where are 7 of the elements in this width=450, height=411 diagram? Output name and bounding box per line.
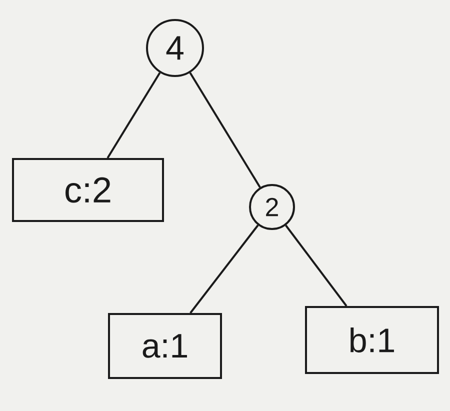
leaf-box: c:2	[12, 158, 164, 222]
tree-edge	[189, 72, 261, 188]
leaf-box: b:1	[305, 306, 439, 374]
tree-edge	[285, 224, 348, 307]
leaf-box: a:1	[108, 312, 222, 379]
tree-edge	[106, 72, 161, 159]
tree-edge	[190, 224, 259, 314]
